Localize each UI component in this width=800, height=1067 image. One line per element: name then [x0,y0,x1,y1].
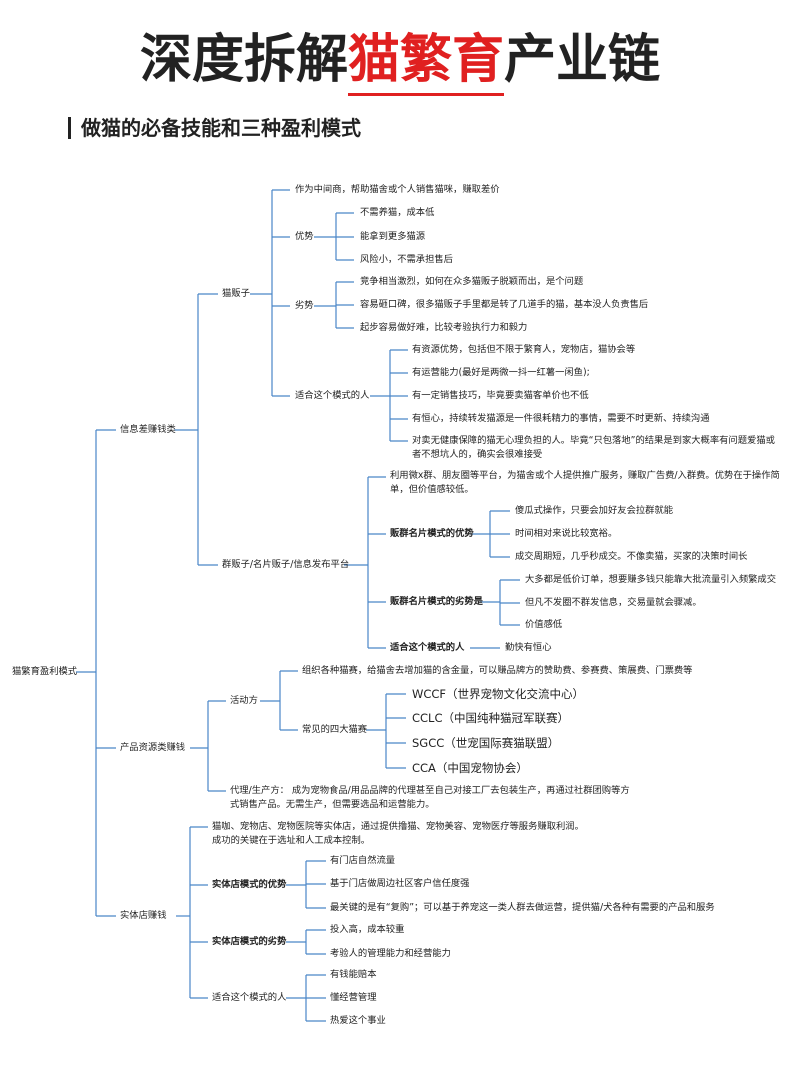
leaf-event-desc: 组织各种猫赛，给猫舍去增加猫的含金量，可以赚品牌方的赞助费、参赛费、策展费、门票… [302,665,693,676]
node-product-resource: 产品资源类赚钱 [120,742,186,753]
leaf-dealer-pros-2: 能拿到更多猫源 [360,231,426,242]
node-group-pros: 贩群名片模式的优势 [390,528,474,539]
leaf-dealer-cons-1: 竞争相当激烈，如何在众多猫贩子脱颖而出，是个问题 [360,276,584,287]
leaf-store-fit-3: 热爱这个事业 [330,1015,386,1026]
leaf-group-pros-3: 成交周期短，几乎秒成交。不像卖猫，买家的决策时间长 [515,551,748,562]
leaf-group-cons-1: 大多都是低价订单，想要赚多钱只能靠大批流量引入频繁成交 [525,574,777,585]
node-info-gap: 信息差赚钱类 [120,424,176,435]
node-cat-dealer-desc: 作为中间商，帮助猫舍或个人销售猫咪，赚取差价 [295,184,500,195]
node-dealer-fit: 适合这个模式的人 [295,390,370,401]
page-subtitle: 做猫的必备技能和三种盈利模式 [68,114,361,142]
node-physical-store: 实体店赚钱 [120,910,167,921]
node-cat-dealer: 猫贩子 [222,288,250,299]
leaf-store-desc: 猫咖、宠物店、宠物医院等实体店，通过提供撸猫、宠物美容、宠物医疗等服务赚取利润。… [212,821,584,846]
leaf-dealer-fit-5: 对卖无健康保障的猫无心理负担的人。毕竟“只包落地”的结果是到家大概率有问题爱猫或… [412,435,775,460]
title-suffix: 产业链 [504,30,661,90]
leaf-agent-producer: 代理/生产方： 成为宠物食品/用品品牌的代理甚至自己对接工厂去包装生产，再通过社… [230,785,630,810]
leaf-store-pros-1: 有门店自然流量 [330,855,396,866]
subtitle-text: 做猫的必备技能和三种盈利模式 [81,116,361,140]
leaf-dealer-fit-3: 有一定销售技巧，毕竟要卖猫客单价也不低 [412,390,589,401]
leaf-group-cons-3: 价值感低 [525,619,563,630]
leaf-store-cons-2: 考验人的管理能力和经营能力 [330,948,451,959]
leaf-cat-show-wccf: WCCF（世界宠物文化交流中心） [412,687,585,701]
node-store-fit: 适合这个模式的人 [212,992,287,1003]
title-highlight-text: 猫繁育 [347,30,504,90]
title-underline [347,93,504,96]
leaf-store-cons-1: 投入高，成本较重 [330,924,405,935]
leaf-store-pros-2: 基于门店做周边社区客户信任度强 [330,878,470,889]
leaf-dealer-pros-1: 不需养猫，成本低 [360,207,435,218]
leaf-dealer-cons-2: 容易砸口碑，很多猫贩子手里都是转了几道手的猫，基本没人负责售后 [360,299,649,310]
node-store-cons: 实体店模式的劣势 [212,936,287,947]
node-group-dealer: 群贩子/名片贩子/信息发布平台 [222,559,350,570]
leaf-group-cons-2: 但凡不发圈不群发信息，交易量就会骤减。 [525,597,702,608]
node-dealer-pros: 优势 [295,231,314,242]
page-title: 深度拆解猫繁育产业链 [0,28,800,96]
leaf-cat-show-cclc: CCLC（中国纯种猫冠军联赛） [412,711,569,725]
title-highlight: 猫繁育 [347,28,504,96]
leaf-cat-show-cca: CCA（中国宠物协会） [412,761,528,775]
leaf-store-fit-2: 懂经营管理 [330,992,377,1003]
leaf-group-pros-2: 时间相对来说比较宽裕。 [515,528,618,539]
leaf-dealer-cons-3: 起步容易做好难，比较考验执行力和毅力 [360,322,528,333]
subtitle-bar [68,117,71,139]
leaf-cat-show-sgcc: SGCC（世宠国际赛猫联盟） [412,736,560,750]
node-store-pros: 实体店模式的优势 [212,879,287,890]
title-prefix: 深度拆解 [139,30,348,90]
leaf-store-fit-1: 有钱能赔本 [330,969,377,980]
leaf-store-pros-3: 最关键的是有“复购”；可以基于养宠这一类人群去做运营，提供猫/犬各种有需要的产品… [330,902,715,913]
node-root: 猫繁育盈利模式 [12,666,78,677]
leaf-group-pros-1: 傻瓜式操作，只要会加好友会拉群就能 [515,505,674,516]
node-group-fit: 适合这个模式的人 [390,642,465,653]
leaf-dealer-fit-2: 有运营能力(最好是两微一抖一红薯一闲鱼); [412,367,590,378]
leaf-dealer-pros-3: 风险小，不需承担售后 [360,254,453,265]
leaf-dealer-fit-4: 有恒心，持续转发猫源是一件很耗精力的事情，需要不时更新、持续沟通 [412,413,710,424]
node-dealer-cons: 劣势 [295,300,314,311]
node-event-organizer: 活动方 [230,695,258,706]
leaf-group-fit-1: 勤快有恒心 [505,642,552,653]
node-group-dealer-desc: 利用微x群、朋友圈等平台，为猫舍或个人提供推广服务，赚取广告费/入群费。优势在于… [390,470,780,495]
leaf-dealer-fit-1: 有资源优势，包括但不限于繁育人，宠物店，猫协会等 [412,344,636,355]
node-group-cons: 贩群名片模式的劣势是 [390,596,483,607]
node-four-cat-shows: 常见的四大猫赛 [302,724,368,735]
